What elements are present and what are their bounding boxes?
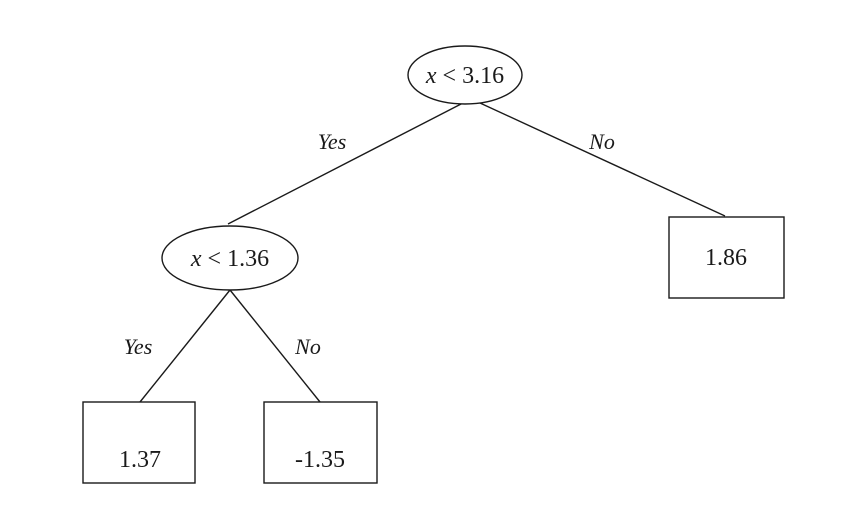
leaf-left-right: -1.35 <box>263 401 378 484</box>
edge-root-no <box>479 102 726 217</box>
left-condition-op: < <box>208 246 222 272</box>
root-condition-text: x < 3.16 <box>425 63 504 89</box>
edge-split-yes <box>139 289 231 403</box>
left-decision-node: x < 1.36 <box>161 225 299 291</box>
edge-label-split-no: No <box>294 334 321 359</box>
leaf-left-left-value: 1.37 <box>119 447 161 473</box>
leaf-left-left: 1.37 <box>82 401 196 484</box>
root-condition-op: < <box>443 63 457 89</box>
leaf-left-right-value: -1.35 <box>295 447 345 473</box>
edge-split-no <box>229 289 321 403</box>
leaf-right-value: 1.86 <box>705 245 747 271</box>
left-condition-threshold: 1.36 <box>227 246 269 272</box>
left-condition-var: x <box>190 246 202 272</box>
leaf-right-box <box>668 216 785 299</box>
edge-label-root-no: No <box>588 129 615 154</box>
root-decision-ellipse <box>407 45 523 105</box>
edge-label-split-yes: Yes <box>124 334 153 359</box>
root-condition-threshold: 3.16 <box>462 63 504 89</box>
edge-label-root-yes: Yes <box>318 129 347 154</box>
leaf-left-left-box <box>82 401 196 484</box>
left-condition-text: x < 1.36 <box>190 246 269 272</box>
leaf-left-right-box <box>263 401 378 484</box>
left-decision-ellipse <box>161 225 299 291</box>
root-decision-node: x < 3.16 <box>407 45 523 105</box>
root-condition-var: x <box>425 63 437 89</box>
edge-root-yes <box>227 102 464 225</box>
leaf-right: 1.86 <box>668 216 785 299</box>
